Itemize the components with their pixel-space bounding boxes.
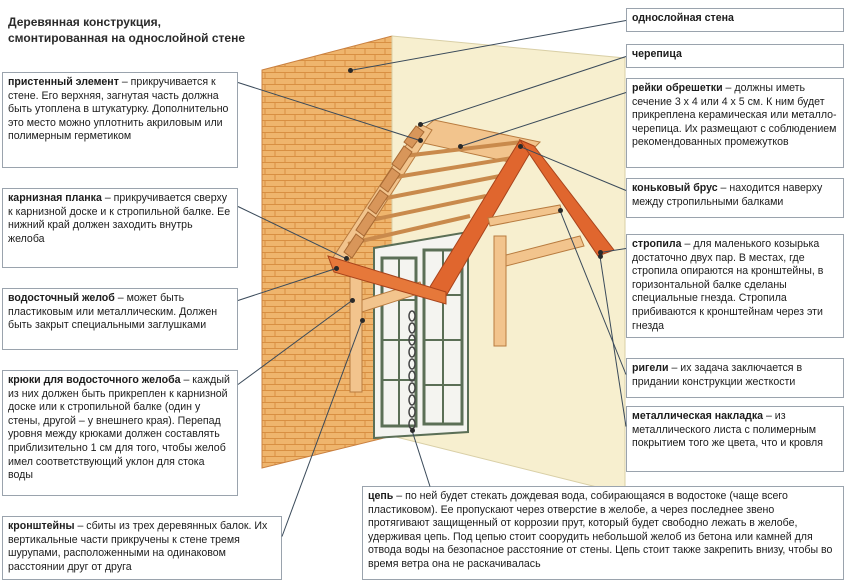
label-gutter-hooks: крюки для водосточного желоба – каждый и…: [2, 370, 238, 496]
label-gutter: водосточный желоб – может быть пластиков…: [2, 288, 238, 350]
bracket-right: [493, 235, 585, 347]
diagram-title: Деревянная конструкция, смонтированная н…: [8, 15, 246, 45]
label-wall-piece: пристенный элемент – прикручивается к ст…: [2, 72, 238, 168]
leader-dot: [557, 207, 563, 213]
brick-wall: [261, 35, 393, 469]
label-wall: однослойная стена: [626, 8, 844, 32]
label-battens: рейки обрешетки – должны иметь сечение 3…: [626, 78, 844, 168]
label-eaves-strip: карнизная планка – прикручивается сверху…: [2, 188, 238, 268]
label-crossbars: ригели – их задача заключается в придани…: [626, 358, 844, 398]
label-ridge: коньковый брус – находится наверху между…: [626, 178, 844, 218]
label-chain: цепь – по ней будет стекать дождевая вод…: [362, 486, 844, 580]
leader-dot: [597, 249, 603, 255]
label-brackets: кронштейны – сбиты из трех деревянных ба…: [2, 516, 282, 580]
leader-dot: [517, 143, 523, 149]
rain-chain: [408, 310, 416, 430]
leader-dot: [343, 255, 349, 261]
leader-dot: [417, 137, 423, 143]
leader-dot: [597, 253, 603, 259]
leader-dot: [333, 265, 339, 271]
leader-dot: [409, 427, 415, 433]
label-rafters: стропила – для маленького козырька доста…: [626, 234, 844, 338]
label-tile: черепица: [626, 44, 844, 68]
gutter: [327, 255, 447, 305]
roof-frame: [327, 119, 615, 305]
label-metal-strip: металлическая накладка – из металлическо…: [626, 406, 844, 472]
leader-dot: [347, 67, 353, 73]
leader-dot: [417, 121, 423, 127]
leader-dot: [457, 143, 463, 149]
leader-dot: [359, 317, 365, 323]
leader-dot: [349, 297, 355, 303]
